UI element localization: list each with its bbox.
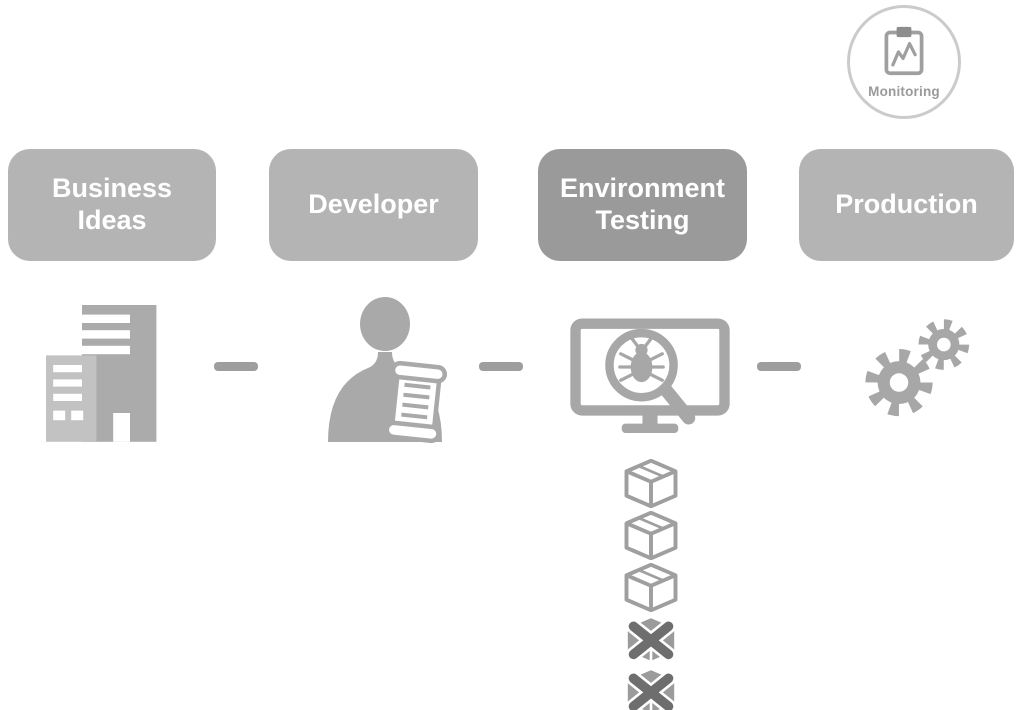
package-icon <box>621 563 681 612</box>
package-stack <box>620 459 682 710</box>
monitoring-badge: Monitoring <box>847 5 961 119</box>
package-icon <box>621 511 681 560</box>
stage-box-environment-testing: Environment Testing <box>538 149 747 261</box>
developer-scroll-icon <box>310 288 465 448</box>
stage-label: Production <box>835 189 978 220</box>
stage-box-developer: Developer <box>269 149 478 261</box>
buildings-icon <box>46 300 160 442</box>
package-icon <box>621 459 681 508</box>
dash-connector-icon <box>214 362 258 371</box>
gears-icon <box>862 312 974 420</box>
stage-box-production: Production <box>799 149 1014 261</box>
stage-label: Business Ideas <box>51 173 173 235</box>
bug-scan-monitor-icon <box>566 318 734 450</box>
dash-connector-icon <box>479 362 523 371</box>
stage-box-business-ideas: Business Ideas <box>8 149 216 261</box>
clipboard-chart-icon <box>883 26 925 81</box>
rejected-package-icon <box>621 667 681 710</box>
monitoring-label: Monitoring <box>868 83 940 99</box>
dash-connector-icon <box>757 362 801 371</box>
rejected-package-icon <box>621 615 681 664</box>
stage-label: Environment Testing <box>559 173 726 235</box>
stage-label: Developer <box>308 189 439 220</box>
